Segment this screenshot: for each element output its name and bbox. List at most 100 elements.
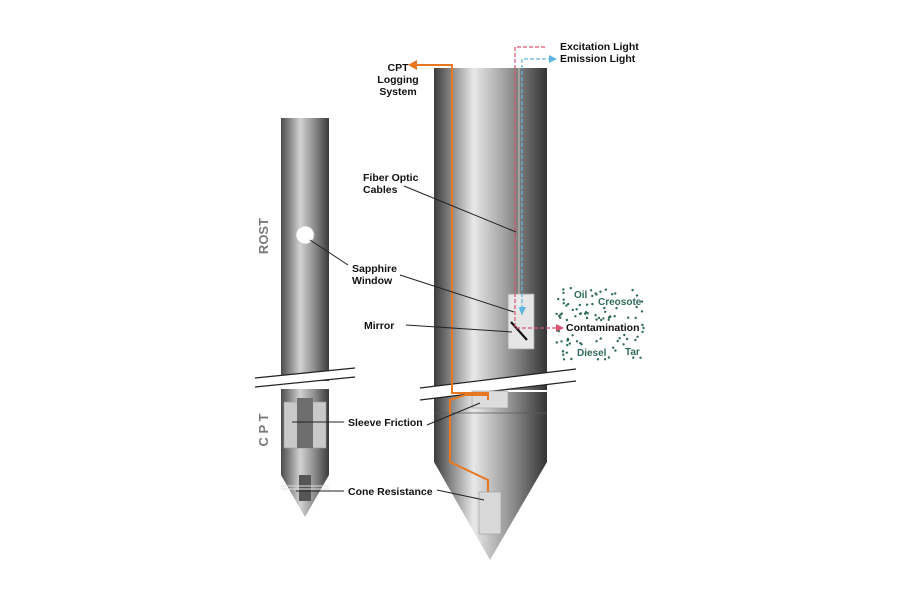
emission-arrowhead-top <box>549 55 557 63</box>
contamination-dot <box>600 318 603 322</box>
left-sleeve-inner <box>297 398 313 448</box>
contamination-dot <box>613 315 616 318</box>
contamination-dot <box>618 337 621 340</box>
contamination-dot <box>585 316 589 320</box>
right-cone-sensor <box>478 491 502 535</box>
left-probe <box>254 118 356 517</box>
contamination-dot <box>641 323 644 327</box>
contamination-dot <box>568 342 571 345</box>
sleeve-friction-leader-right <box>426 402 481 426</box>
contamination-dot <box>571 308 574 312</box>
contamination-dot <box>579 342 582 345</box>
contamination-dot <box>585 303 589 306</box>
contamination-dot <box>562 302 565 305</box>
cpt-logging-label-line2: Logging <box>377 74 418 86</box>
sapphire-window-leader-left <box>309 239 349 266</box>
contaminant-oil: Oil <box>574 290 588 301</box>
contamination-dot <box>566 337 570 341</box>
contamination-dot <box>591 302 594 306</box>
contamination-dot <box>562 353 565 356</box>
contamination-dot <box>584 311 588 314</box>
cone-resistance-label: Cone Resistance <box>348 486 433 498</box>
left-sapphire-window <box>295 225 315 245</box>
contamination-dot <box>565 304 568 307</box>
excitation-light-label: Excitation Light <box>560 41 639 53</box>
cpt-cable-arrowhead <box>408 60 417 70</box>
contamination-dot <box>608 315 612 318</box>
contamination-dot <box>570 357 573 361</box>
sleeve-friction-label: Sleeve Friction <box>348 417 423 429</box>
mirror-label: Mirror <box>364 320 394 332</box>
contamination-dot <box>607 356 611 359</box>
contamination-dot <box>602 317 605 320</box>
contamination-label: Contamination <box>566 322 640 334</box>
contaminant-diesel: Diesel <box>577 348 607 359</box>
sapphire-window-label-line2: Window <box>352 275 393 287</box>
contamination-dot <box>604 288 608 291</box>
contamination-dot <box>559 313 562 316</box>
light-paths <box>514 46 564 332</box>
contamination-dot <box>640 300 644 303</box>
contamination-dot <box>569 286 572 290</box>
contamination-dot <box>558 314 561 318</box>
contamination-dot <box>603 306 606 310</box>
contamination-dot <box>555 341 558 344</box>
contamination-dot <box>622 343 625 346</box>
contamination-dot <box>571 334 574 337</box>
contamination-dot <box>635 294 639 297</box>
contamination-dot <box>642 326 645 330</box>
contamination-dot <box>604 310 607 313</box>
contamination-dot <box>616 339 619 343</box>
emission-light-label: Emission Light <box>560 53 636 65</box>
contamination-dot <box>635 305 638 309</box>
contamination-dot <box>615 307 618 310</box>
contamination-dot <box>589 289 593 292</box>
contamination-dot <box>579 312 583 315</box>
contamination-dot <box>607 318 610 321</box>
right-probe <box>419 68 577 560</box>
sapphire-window-label-line1: Sapphire <box>352 263 397 275</box>
contamination-dot <box>639 356 642 359</box>
cpt-logging-label-line3: System <box>379 86 416 98</box>
contamination-dot <box>611 293 614 296</box>
left-break-band <box>255 368 355 387</box>
contamination-dot <box>636 335 639 338</box>
contamination-dot <box>634 338 637 342</box>
contamination-dot <box>632 356 635 359</box>
contamination-dot <box>562 288 565 291</box>
contamination-dot <box>623 333 626 337</box>
contamination-dot <box>565 318 569 322</box>
cpt-side-label: C P T <box>256 413 271 446</box>
contaminant-creosote: Creosote <box>598 297 642 308</box>
left-cone-rod <box>299 475 311 501</box>
contamination-dot <box>557 297 560 301</box>
contamination-dot <box>599 337 602 340</box>
contamination-dot <box>634 316 637 320</box>
rost-side-label: ROST <box>256 218 271 254</box>
contamination-dot <box>562 358 566 361</box>
right-mirror <box>510 321 528 341</box>
contamination-dot <box>575 340 579 343</box>
contamination-dot <box>575 308 578 311</box>
contamination-dot <box>555 312 558 316</box>
contamination-dot <box>562 298 565 301</box>
left-probe-upper-body <box>281 118 329 381</box>
contamination-dot <box>566 343 569 347</box>
right-break-line-top <box>419 368 577 389</box>
contamination-dot <box>614 349 617 352</box>
contamination-dot <box>562 291 565 295</box>
contamination-dot <box>627 316 630 319</box>
right-break-line-bottom <box>419 380 577 401</box>
contamination-dot <box>641 330 644 334</box>
contaminant-tar: Tar <box>625 347 640 358</box>
contamination-dot <box>614 292 617 295</box>
contamination-dot <box>561 350 565 353</box>
cpt-signal-cable <box>417 64 489 492</box>
fiber-optic-label-line1: Fiber Optic <box>363 172 419 184</box>
contamination-dot <box>594 292 597 295</box>
contamination-dot <box>578 303 581 307</box>
contamination-dot <box>591 294 594 298</box>
contamination-dot <box>596 358 600 361</box>
right-window-box <box>507 293 535 350</box>
